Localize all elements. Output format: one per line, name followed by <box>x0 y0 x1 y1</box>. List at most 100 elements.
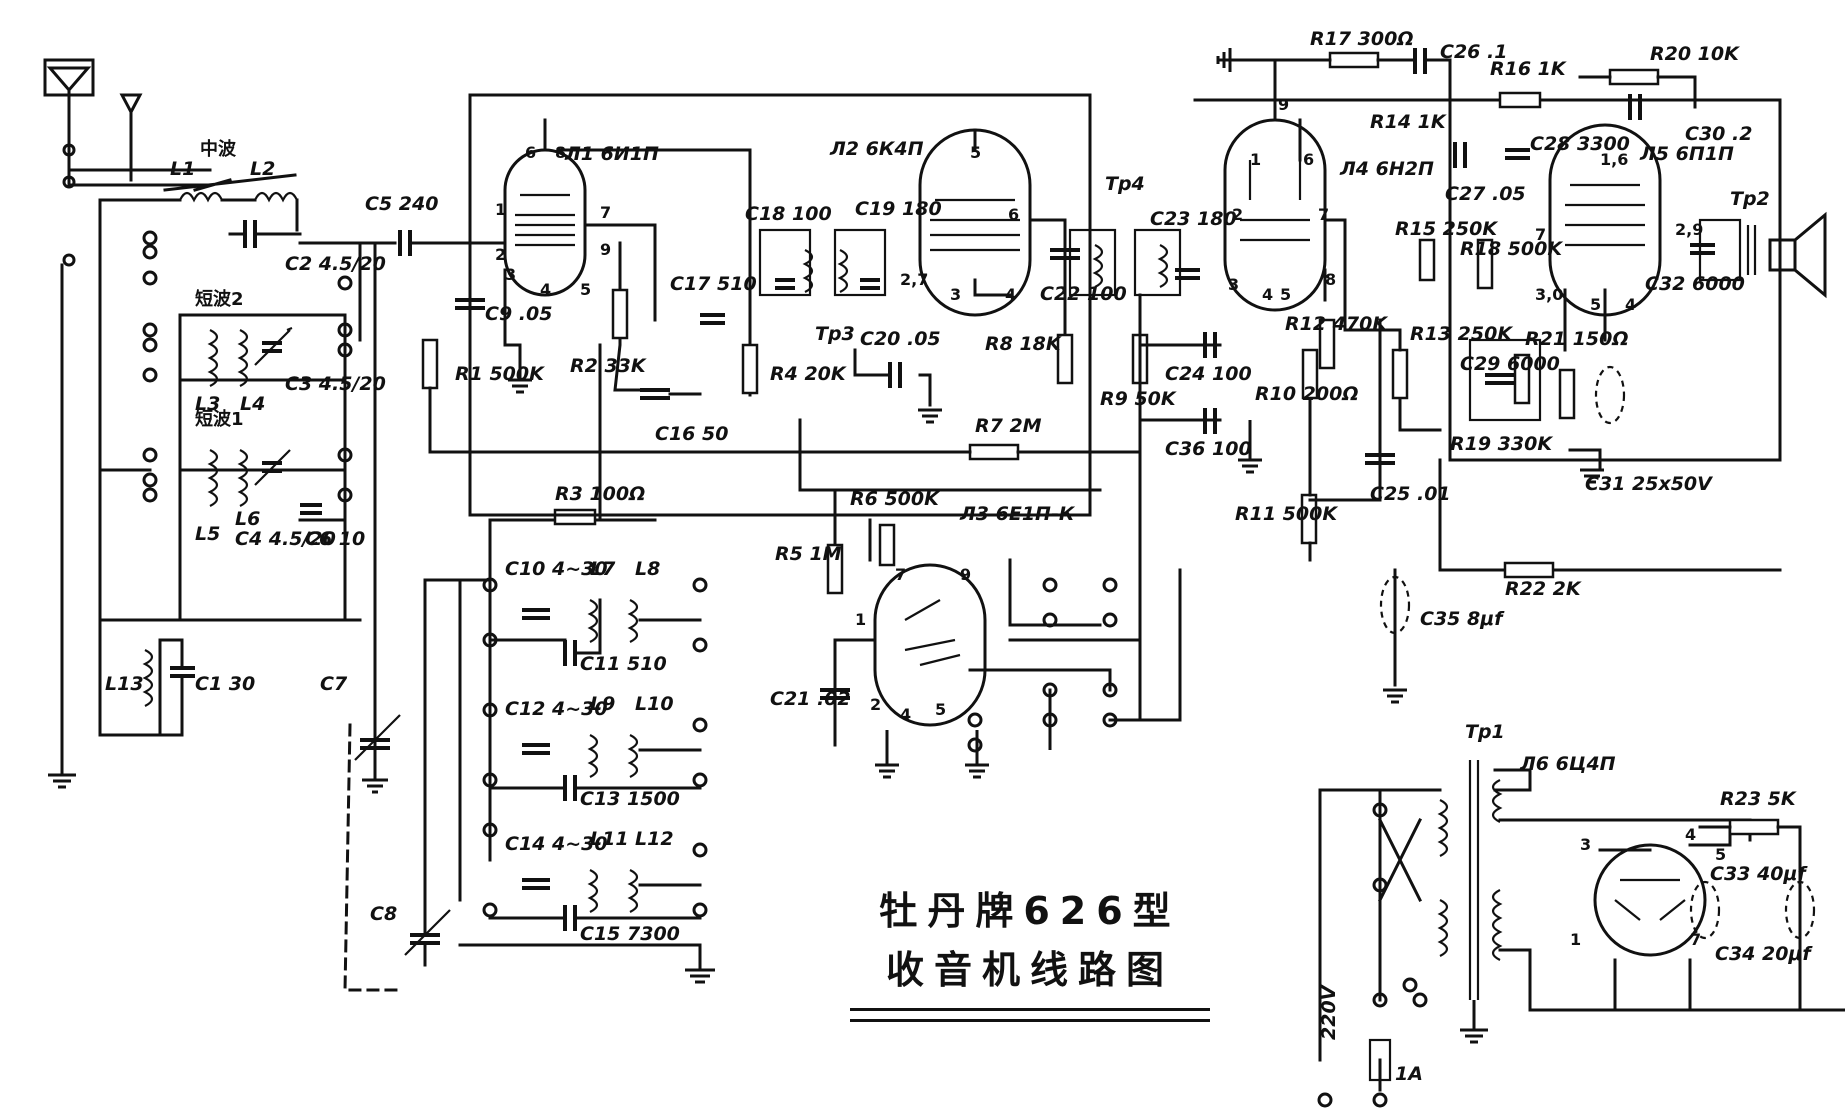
label-c31: C31 25x50V <box>1585 473 1713 495</box>
label-r16: R16 1K <box>1490 58 1567 80</box>
label-r11: R11 500K <box>1235 503 1338 525</box>
svg-text:3: 3 <box>950 285 961 304</box>
ground-icon <box>1216 48 1275 72</box>
svg-text:3: 3 <box>1580 835 1591 854</box>
resistor-r16 <box>1498 91 1542 109</box>
svg-text:2,7: 2,7 <box>900 270 928 289</box>
coil-l10 <box>627 734 639 778</box>
svg-text:2: 2 <box>870 695 881 714</box>
label-c36: C36 100 <box>1165 438 1252 460</box>
label-coil-l11: L11 <box>590 828 629 850</box>
title-line-2: 收音机线路图 <box>885 948 1174 992</box>
label-r18: R18 500K <box>1460 238 1563 260</box>
label-coil-l13: L13 <box>105 673 144 695</box>
label-c3: C3 4.5/20 <box>285 373 386 395</box>
tube-l1 <box>503 148 587 297</box>
ground-icon <box>1383 688 1407 704</box>
capacitor-c14 <box>522 878 550 890</box>
ground-icon <box>1238 420 1262 474</box>
label-tr4: Tp4 <box>1105 173 1145 195</box>
svg-text:5: 5 <box>1280 285 1291 304</box>
capacitor-c12 <box>522 743 550 755</box>
tube-l6 <box>1593 843 1707 957</box>
label-r10: R10 200Ω <box>1255 383 1359 405</box>
svg-text:6: 6 <box>525 143 536 162</box>
svg-text:1: 1 <box>1570 930 1581 949</box>
tube-l4-stage <box>1068 48 1452 722</box>
label-c26: C26 .1 <box>1440 41 1507 63</box>
svg-text:4: 4 <box>1625 295 1636 314</box>
label-c7: C7 <box>320 673 348 695</box>
oscillator-switch[interactable] <box>482 577 708 918</box>
capacitor-c18 <box>775 278 795 290</box>
switch-bank-2[interactable] <box>967 577 1118 753</box>
band-label-mw: 中波 <box>200 138 237 160</box>
label-c28: C28 3300 <box>1530 133 1630 155</box>
label-coil-l5: L5 <box>195 523 220 545</box>
label-c1: C1 30 <box>195 673 255 695</box>
antenna-section <box>43 58 362 789</box>
svg-text:9: 9 <box>960 565 971 584</box>
resistor-r21 <box>1558 368 1576 420</box>
label-tube-l5: Л5 6П1П <box>1639 143 1734 165</box>
coil-l2 <box>254 191 298 203</box>
svg-text:5: 5 <box>970 143 981 162</box>
ground-icon <box>918 408 942 424</box>
resistor-r18 <box>1476 238 1494 290</box>
label-c19: C19 180 <box>855 198 942 220</box>
resistor-r1 <box>421 338 439 390</box>
label-r3: R3 100Ω <box>555 483 645 505</box>
coil-l1 <box>179 191 223 203</box>
transformer-tr1-secondary <box>1437 899 1449 957</box>
label-tube-l4: Л4 6Н2П <box>1339 158 1434 180</box>
capacitor-c31 <box>1594 365 1626 425</box>
oscillator-section <box>298 230 715 992</box>
label-coil-l1: L1 <box>170 158 195 180</box>
resistor-r10 <box>1318 318 1336 370</box>
label-c6: C6 10 <box>305 528 365 550</box>
resistor-r5 <box>826 543 844 595</box>
resistor-r6 <box>878 523 896 567</box>
transformer-tr1-primary <box>1437 799 1449 857</box>
transformer-tr2 <box>1698 218 1742 282</box>
coil-l13 <box>142 649 154 707</box>
label-c8: C8 <box>370 903 397 925</box>
label-c10: C10 4~30 <box>505 558 608 580</box>
tube-l5-stage <box>1418 68 1827 484</box>
ground-icon <box>965 730 989 779</box>
label-c25: C25 .01 <box>1370 483 1451 505</box>
label-r8: R8 18K <box>985 333 1062 355</box>
label-r19: R19 330K <box>1450 433 1553 455</box>
svg-text:5: 5 <box>580 280 591 299</box>
label-r4: R4 20K <box>770 363 847 385</box>
capacitor-c10 <box>522 608 550 620</box>
label-r12: R12 470K <box>1285 313 1388 335</box>
capacitor-c16 <box>640 388 670 400</box>
label-c21: C21 .02 <box>770 688 851 710</box>
svg-text:7: 7 <box>1690 930 1701 949</box>
label-r17: R17 300Ω <box>1310 28 1414 50</box>
tube-l2-stage <box>428 128 1142 461</box>
svg-text:3: 3 <box>1228 275 1239 294</box>
capacitor-c30 <box>1628 94 1642 120</box>
svg-text:4: 4 <box>540 280 551 299</box>
capacitor-c4 <box>262 461 282 473</box>
label-r15: R15 250K <box>1395 218 1498 240</box>
label-fuse: 1A <box>1395 1063 1423 1085</box>
label-r6: R6 500K <box>850 488 940 510</box>
coil-l9 <box>587 734 599 778</box>
antenna-icon <box>46 66 92 132</box>
capacitor-c22 <box>1050 248 1080 260</box>
svg-text:3,0: 3,0 <box>1535 285 1563 304</box>
svg-text:7: 7 <box>600 203 611 222</box>
label-r1: R1 500K <box>455 363 545 385</box>
ground-icon <box>362 775 388 794</box>
label-coil-l6: L6 <box>235 508 260 530</box>
resistor-r23 <box>1728 818 1780 836</box>
label-coil-l9: L9 <box>590 693 615 715</box>
label-mains-voltage: 220V <box>1318 984 1340 1040</box>
tube-l5 <box>1548 123 1662 317</box>
svg-text:5: 5 <box>1715 845 1726 864</box>
svg-text:7: 7 <box>1535 225 1546 244</box>
resistor-r20 <box>1608 68 1660 86</box>
